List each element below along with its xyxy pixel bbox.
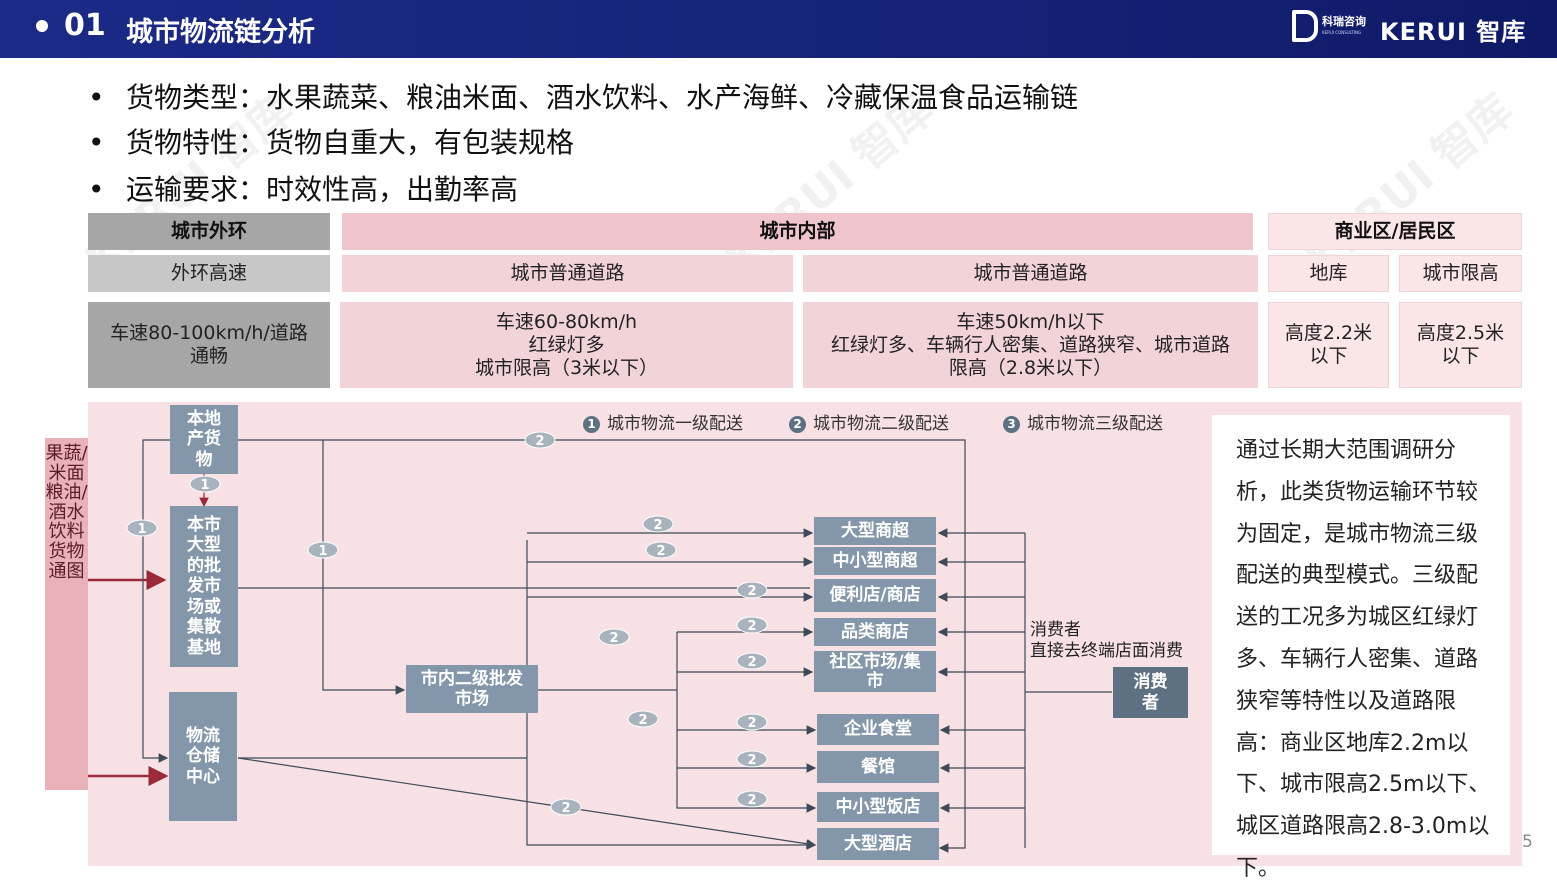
header-outer-ring: 城市外环 [88, 213, 330, 250]
road-inner-1: 城市普通道路 [342, 255, 793, 292]
svg-text:2: 2 [747, 716, 756, 731]
summary-text-box: 通过长期大范围调研分析，此类货物运输环节较为固定，是城市物流三级配送的典型模式。… [1212, 415, 1510, 881]
detail-height-limit: 高度2.5米 以下 [1399, 302, 1522, 388]
header-bullet-icon [36, 20, 48, 32]
header-inner-city: 城市内部 [342, 213, 1253, 250]
bullet-text: 水果蔬菜、粮油米面、酒水饮料、水产海鲜、冷藏保温食品运输链 [266, 81, 1079, 114]
detail-line: 以下 [1309, 345, 1348, 367]
svg-text:2: 2 [747, 584, 756, 599]
bullet-text: 货物自重大，有包装规格 [266, 126, 575, 159]
dest-category-store: 品类商店 [814, 618, 936, 646]
detail-line: 以下 [1441, 345, 1480, 367]
dest-large-hotel: 大型酒店 [817, 828, 939, 860]
svg-text:2: 2 [638, 713, 647, 728]
kerui-logo-icon [1292, 10, 1318, 42]
road-inner-2: 城市普通道路 [803, 255, 1258, 292]
legend-level-1: 1 城市物流一级配送 [583, 409, 743, 434]
node-warehouse-center: 物流仓储中心 [169, 692, 237, 821]
summary-text: 通过长期大范围调研分析，此类货物运输环节较为固定，是城市物流三级配送的典型模式。… [1236, 438, 1491, 881]
detail-line: 车速60-80km/h [495, 310, 638, 333]
dest-community-market: 社区市场/集市 [814, 651, 936, 692]
page-title: 城市物流链分析 [126, 17, 315, 48]
road-outer: 外环高速 [88, 255, 330, 292]
dest-large-supermarket: 大型商超 [814, 517, 936, 545]
svg-text:2: 2 [561, 801, 570, 816]
dest-medium-restaurant: 中小型饭店 [817, 792, 939, 822]
logo-en-text: KERUI CONSULTING [1322, 30, 1362, 35]
svg-text:2: 2 [747, 619, 756, 634]
svg-text:2: 2 [653, 518, 662, 533]
detail-garage: 高度2.2米 以下 [1268, 302, 1389, 388]
detail-line: 红绿灯多 [528, 333, 605, 356]
dest-restaurant: 餐馆 [817, 751, 939, 783]
consumer-note-line: 消费者 [1030, 620, 1081, 640]
svg-text:2: 2 [747, 753, 756, 768]
dest-medium-supermarket: 中小型商超 [814, 547, 936, 575]
dest-convenience-store: 便利店/商店 [814, 579, 936, 612]
bullet-text: 时效性高，出勤率高 [266, 173, 519, 206]
svg-text:1: 1 [318, 544, 327, 559]
legend-number-icon: 2 [789, 416, 806, 433]
legend-level-3: 3 城市物流三级配送 [1003, 409, 1163, 434]
detail-outer: 车速80-100km/h/道路通畅 [88, 302, 330, 388]
bullet-label: 货物特性： [126, 126, 267, 159]
legend-number-icon: 3 [1003, 416, 1020, 433]
header-business-area: 商业区/居民区 [1268, 213, 1522, 250]
node-wholesale-market: 本市大型的批发市场或集散基地 [170, 506, 238, 667]
bullet-transport-req: •运输要求：时效性高，出勤率高 [88, 173, 519, 206]
bullet-cargo-feature: •货物特性：货物自重大，有包装规格 [88, 126, 575, 159]
node-local-goods: 本地产货物 [170, 405, 238, 474]
detail-line: 限高（2.8米以下） [948, 356, 1113, 379]
detail-inner-2: 车速50km/h以下 红绿灯多、车辆行人密集、道路狭窄、城市道路 限高（2.8米… [803, 302, 1258, 388]
consumer-note-line: 直接去终端店面消费 [1030, 641, 1183, 661]
detail-line: 城市限高（3米以下） [474, 356, 659, 379]
cargo-vertical-label: 果蔬/米面粮油/酒水饮料货物通图 [45, 438, 88, 790]
detail-line: 车速50km/h以下 [956, 310, 1105, 333]
bullet-label: 运输要求： [126, 173, 267, 206]
svg-text:2: 2 [609, 631, 618, 646]
page-number: 5 [1522, 832, 1533, 852]
legend-label: 城市物流二级配送 [813, 414, 949, 434]
logo-cn-text: 科瑞咨询 [1322, 15, 1366, 28]
node-consumer: 消费者 [1113, 667, 1188, 718]
legend-label: 城市物流三级配送 [1027, 414, 1163, 434]
svg-text:2: 2 [747, 793, 756, 808]
detail-inner-1: 车速60-80km/h 红绿灯多 城市限高（3米以下） [340, 302, 793, 388]
detail-line: 高度2.5米 [1416, 322, 1505, 344]
logo-kerui-text: KERUI 智库 [1380, 18, 1527, 46]
road-height-limit: 城市限高 [1399, 255, 1522, 292]
road-garage: 地库 [1268, 255, 1389, 292]
svg-text:1: 1 [137, 522, 146, 537]
legend-label: 城市物流一级配送 [607, 414, 743, 434]
dest-canteen: 企业食堂 [817, 714, 939, 745]
legend-level-2: 2 城市物流二级配送 [789, 409, 949, 434]
legend-number-icon: 1 [583, 416, 600, 433]
section-number: 01 [64, 8, 106, 43]
svg-text:2: 2 [656, 544, 665, 559]
svg-text:2: 2 [535, 434, 544, 449]
header-bar [0, 0, 1557, 58]
svg-text:2: 2 [747, 655, 756, 670]
detail-line: 高度2.2米 [1284, 322, 1373, 344]
bullet-cargo-type: •货物类型：水果蔬菜、粮油米面、酒水饮料、水产海鲜、冷藏保温食品运输链 [88, 81, 1079, 114]
bullet-label: 货物类型： [126, 81, 267, 114]
svg-text:1: 1 [200, 478, 209, 493]
detail-line: 红绿灯多、车辆行人密集、道路狭窄、城市道路 [830, 333, 1230, 356]
node-secondary-market: 市内二级批发市场 [406, 665, 538, 713]
consumer-note: 消费者 直接去终端店面消费 [1030, 620, 1183, 662]
